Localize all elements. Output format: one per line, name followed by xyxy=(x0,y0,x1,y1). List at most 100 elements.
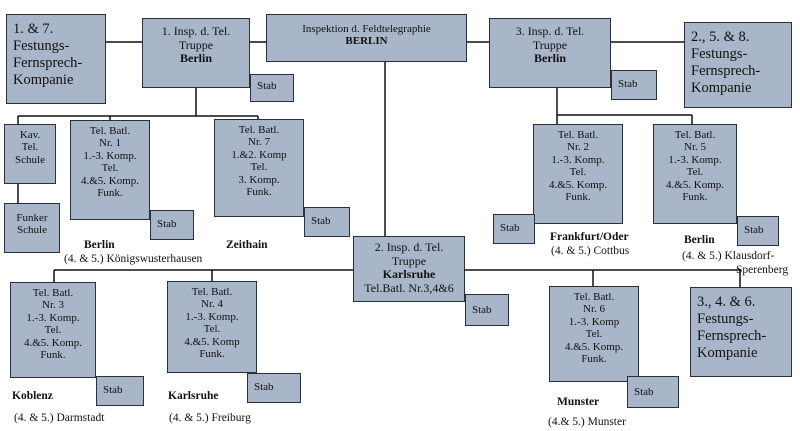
batl6-line-3: 1.-3. Komp xyxy=(568,315,620,328)
insp2-sub: Tel.Batl. Nr.3,4&6 xyxy=(364,280,454,295)
batl6-stab-label: Stab xyxy=(634,386,654,398)
batl1-line-4: Tel. xyxy=(101,162,119,175)
batl1-line-3: 1.-3. Komp. xyxy=(83,149,137,162)
insp2-box: 2. Insp. d. Tel. Truppe Karlsruhe Tel.Ba… xyxy=(353,236,465,302)
funker-line-1: Funker xyxy=(16,212,48,224)
festungs-1-7-line-2: Festungs- xyxy=(13,38,70,55)
insp3-line-2: Truppe xyxy=(532,37,568,52)
kav-line-2: Tel. xyxy=(21,141,39,154)
location-berlin-1: Berlin xyxy=(84,239,115,251)
festungs-2-5-8-box: 2., 5. & 8. Festungs- Fernsprech- Kompan… xyxy=(684,22,792,108)
insp3-stab-label: Stab xyxy=(618,78,638,90)
batl5-stab-label: Stab xyxy=(744,224,764,236)
location-munster: Munster xyxy=(557,396,600,408)
batl6-line-4: Tel. xyxy=(585,328,603,341)
insp3-stab-box: Stab xyxy=(611,70,657,100)
location-karlsruhe: Karlsruhe xyxy=(168,390,219,402)
location-berlin-5-sub2: Sperenberg xyxy=(736,264,789,276)
kav-line-1: Kav. xyxy=(19,129,41,141)
funker-schule-box: Funker Schule xyxy=(4,203,60,253)
location-berlin-1-sub: (4. & 5.) Königswusterhausen xyxy=(64,253,203,265)
batl1-box: Tel. Batl. Nr. 1 1.-3. Komp. Tel. 4.&5. … xyxy=(70,120,150,220)
batl6-line-6: Funk. xyxy=(581,353,607,366)
insp1-city: Berlin xyxy=(180,51,212,66)
kav-schule-box: Kav. Tel. Schule xyxy=(4,124,56,184)
batl1-line-1: Tel. Batl. xyxy=(89,125,131,137)
batl2-stab-box: Stab xyxy=(493,214,535,244)
kav-line-3: Schule xyxy=(15,153,45,166)
batl2-line-5: 4.&5. Komp. xyxy=(548,178,608,191)
batl7-line-3: 1.&2. Komp xyxy=(231,148,287,161)
batl7-line-5: 3. Komp. xyxy=(238,173,280,186)
batl4-line-6: Funk. xyxy=(199,348,225,361)
insp-main-line-1: Inspektion d. Feldtelegraphie xyxy=(302,23,431,35)
batl3-line-2: Nr. 3 xyxy=(42,299,64,312)
batl3-line-3: 1.-3. Komp. xyxy=(26,311,80,324)
location-frankfurt: Frankfurt/Oder xyxy=(550,231,629,243)
batl2-line-4: Tel. xyxy=(569,166,587,179)
batl2-line-6: Funk. xyxy=(565,191,591,204)
batl7-stab-box: Stab xyxy=(304,207,350,237)
festungs-1-7-line-4: Kompanie xyxy=(13,72,74,89)
batl5-line-6: Funk. xyxy=(682,191,708,204)
location-frankfurt-sub: (4. & 5.) Cottbus xyxy=(551,245,630,257)
batl4-stab-box: Stab xyxy=(247,373,301,403)
insp1-line-2: Truppe xyxy=(178,37,214,52)
batl4-stab-label: Stab xyxy=(254,381,274,393)
batl1-stab-box: Stab xyxy=(150,210,194,240)
batl6-stab-box: Stab xyxy=(627,376,679,408)
batl4-line-1: Tel. Batl. xyxy=(191,286,233,298)
festungs-2-5-8-line-1: 2., 5. & 8. xyxy=(691,29,750,45)
batl5-line-4: Tel. xyxy=(686,166,704,179)
batl3-stab-box: Stab xyxy=(96,376,144,406)
festungs-1-7-line-1: 1. & 7. xyxy=(13,21,54,37)
batl4-line-2: Nr. 4 xyxy=(201,298,223,311)
batl3-line-6: Funk. xyxy=(40,349,66,362)
festungs-3-4-6-line-1: 3., 4. & 6. xyxy=(697,294,756,310)
location-munster-sub: (4.& 5.) Munster xyxy=(548,416,626,428)
batl1-line-5: 4.&5. Komp. xyxy=(80,174,140,187)
batl7-stab-label: Stab xyxy=(311,215,331,227)
funker-line-2: Schule xyxy=(17,224,47,237)
batl6-line-2: Nr. 6 xyxy=(583,303,605,316)
insp2-stab-label: Stab xyxy=(472,304,492,316)
festungs-1-7-line-3: Fernsprech- xyxy=(13,55,83,72)
batl7-line-6: Funk. xyxy=(246,186,272,199)
location-koblenz-sub: (4. & 5.) Darmstadt xyxy=(14,412,105,424)
festungs-2-5-8-line-4: Kompanie xyxy=(691,80,752,97)
batl7-box: Tel. Batl. Nr. 7 1.&2. Komp Tel. 3. Komp… xyxy=(214,119,304,217)
batl2-stab-label: Stab xyxy=(500,222,520,234)
batl2-line-1: Tel. Batl. xyxy=(557,129,599,141)
festungs-3-4-6-line-2: Festungs- xyxy=(697,311,754,328)
insp1-line-1: 1. Insp. d. Tel. xyxy=(161,24,231,38)
batl2-line-3: 1.-3. Komp. xyxy=(551,153,605,166)
batl4-line-5: 4.&5. Komp xyxy=(184,335,240,348)
batl3-line-1: Tel. Batl. xyxy=(32,287,74,299)
insp2-city: Karlsruhe xyxy=(382,267,436,282)
batl5-line-2: Nr. 5 xyxy=(684,141,706,154)
insp-main-city: BERLIN xyxy=(345,35,388,48)
location-karlsruhe-sub: (4. & 5.) Freiburg xyxy=(169,412,251,424)
batl6-box: Tel. Batl. Nr. 6 1.-3. Komp Tel. 4.&5. K… xyxy=(549,286,639,382)
festungs-3-4-6-line-3: Fernsprech- xyxy=(697,328,767,345)
batl5-line-3: 1.-3. Komp. xyxy=(668,153,722,166)
insp3-box: 3. Insp. d. Tel. Truppe Berlin xyxy=(489,18,611,88)
location-berlin-5-sub: (4. & 5.) Klausdorf- xyxy=(682,250,775,262)
insp2-stab-box: Stab xyxy=(465,294,509,326)
batl7-line-2: Nr. 7 xyxy=(248,136,270,149)
insp2-line-1: 2. Insp. d. Tel. xyxy=(374,240,444,254)
festungs-1-7-box: 1. & 7. Festungs- Fernsprech- Kompanie xyxy=(6,14,106,104)
insp2-line-2: Truppe xyxy=(391,253,427,268)
batl4-line-3: 1.-3. Komp. xyxy=(185,310,239,323)
batl1-stab-label: Stab xyxy=(157,218,177,230)
insp1-box: 1. Insp. d. Tel. Truppe Berlin xyxy=(142,18,250,88)
festungs-3-4-6-line-4: Kompanie xyxy=(697,345,758,362)
batl4-box: Tel. Batl. Nr. 4 1.-3. Komp. Tel. 4.&5. … xyxy=(167,281,257,373)
batl6-line-1: Tel. Batl. xyxy=(573,291,615,303)
batl5-stab-box: Stab xyxy=(737,216,779,246)
batl2-line-2: Nr. 2 xyxy=(567,141,589,154)
batl5-line-1: Tel. Batl. xyxy=(674,129,716,141)
batl1-line-6: Funk. xyxy=(97,187,123,200)
insp1-stab-box: Stab xyxy=(250,74,294,102)
festungs-2-5-8-line-2: Festungs- xyxy=(691,46,748,63)
